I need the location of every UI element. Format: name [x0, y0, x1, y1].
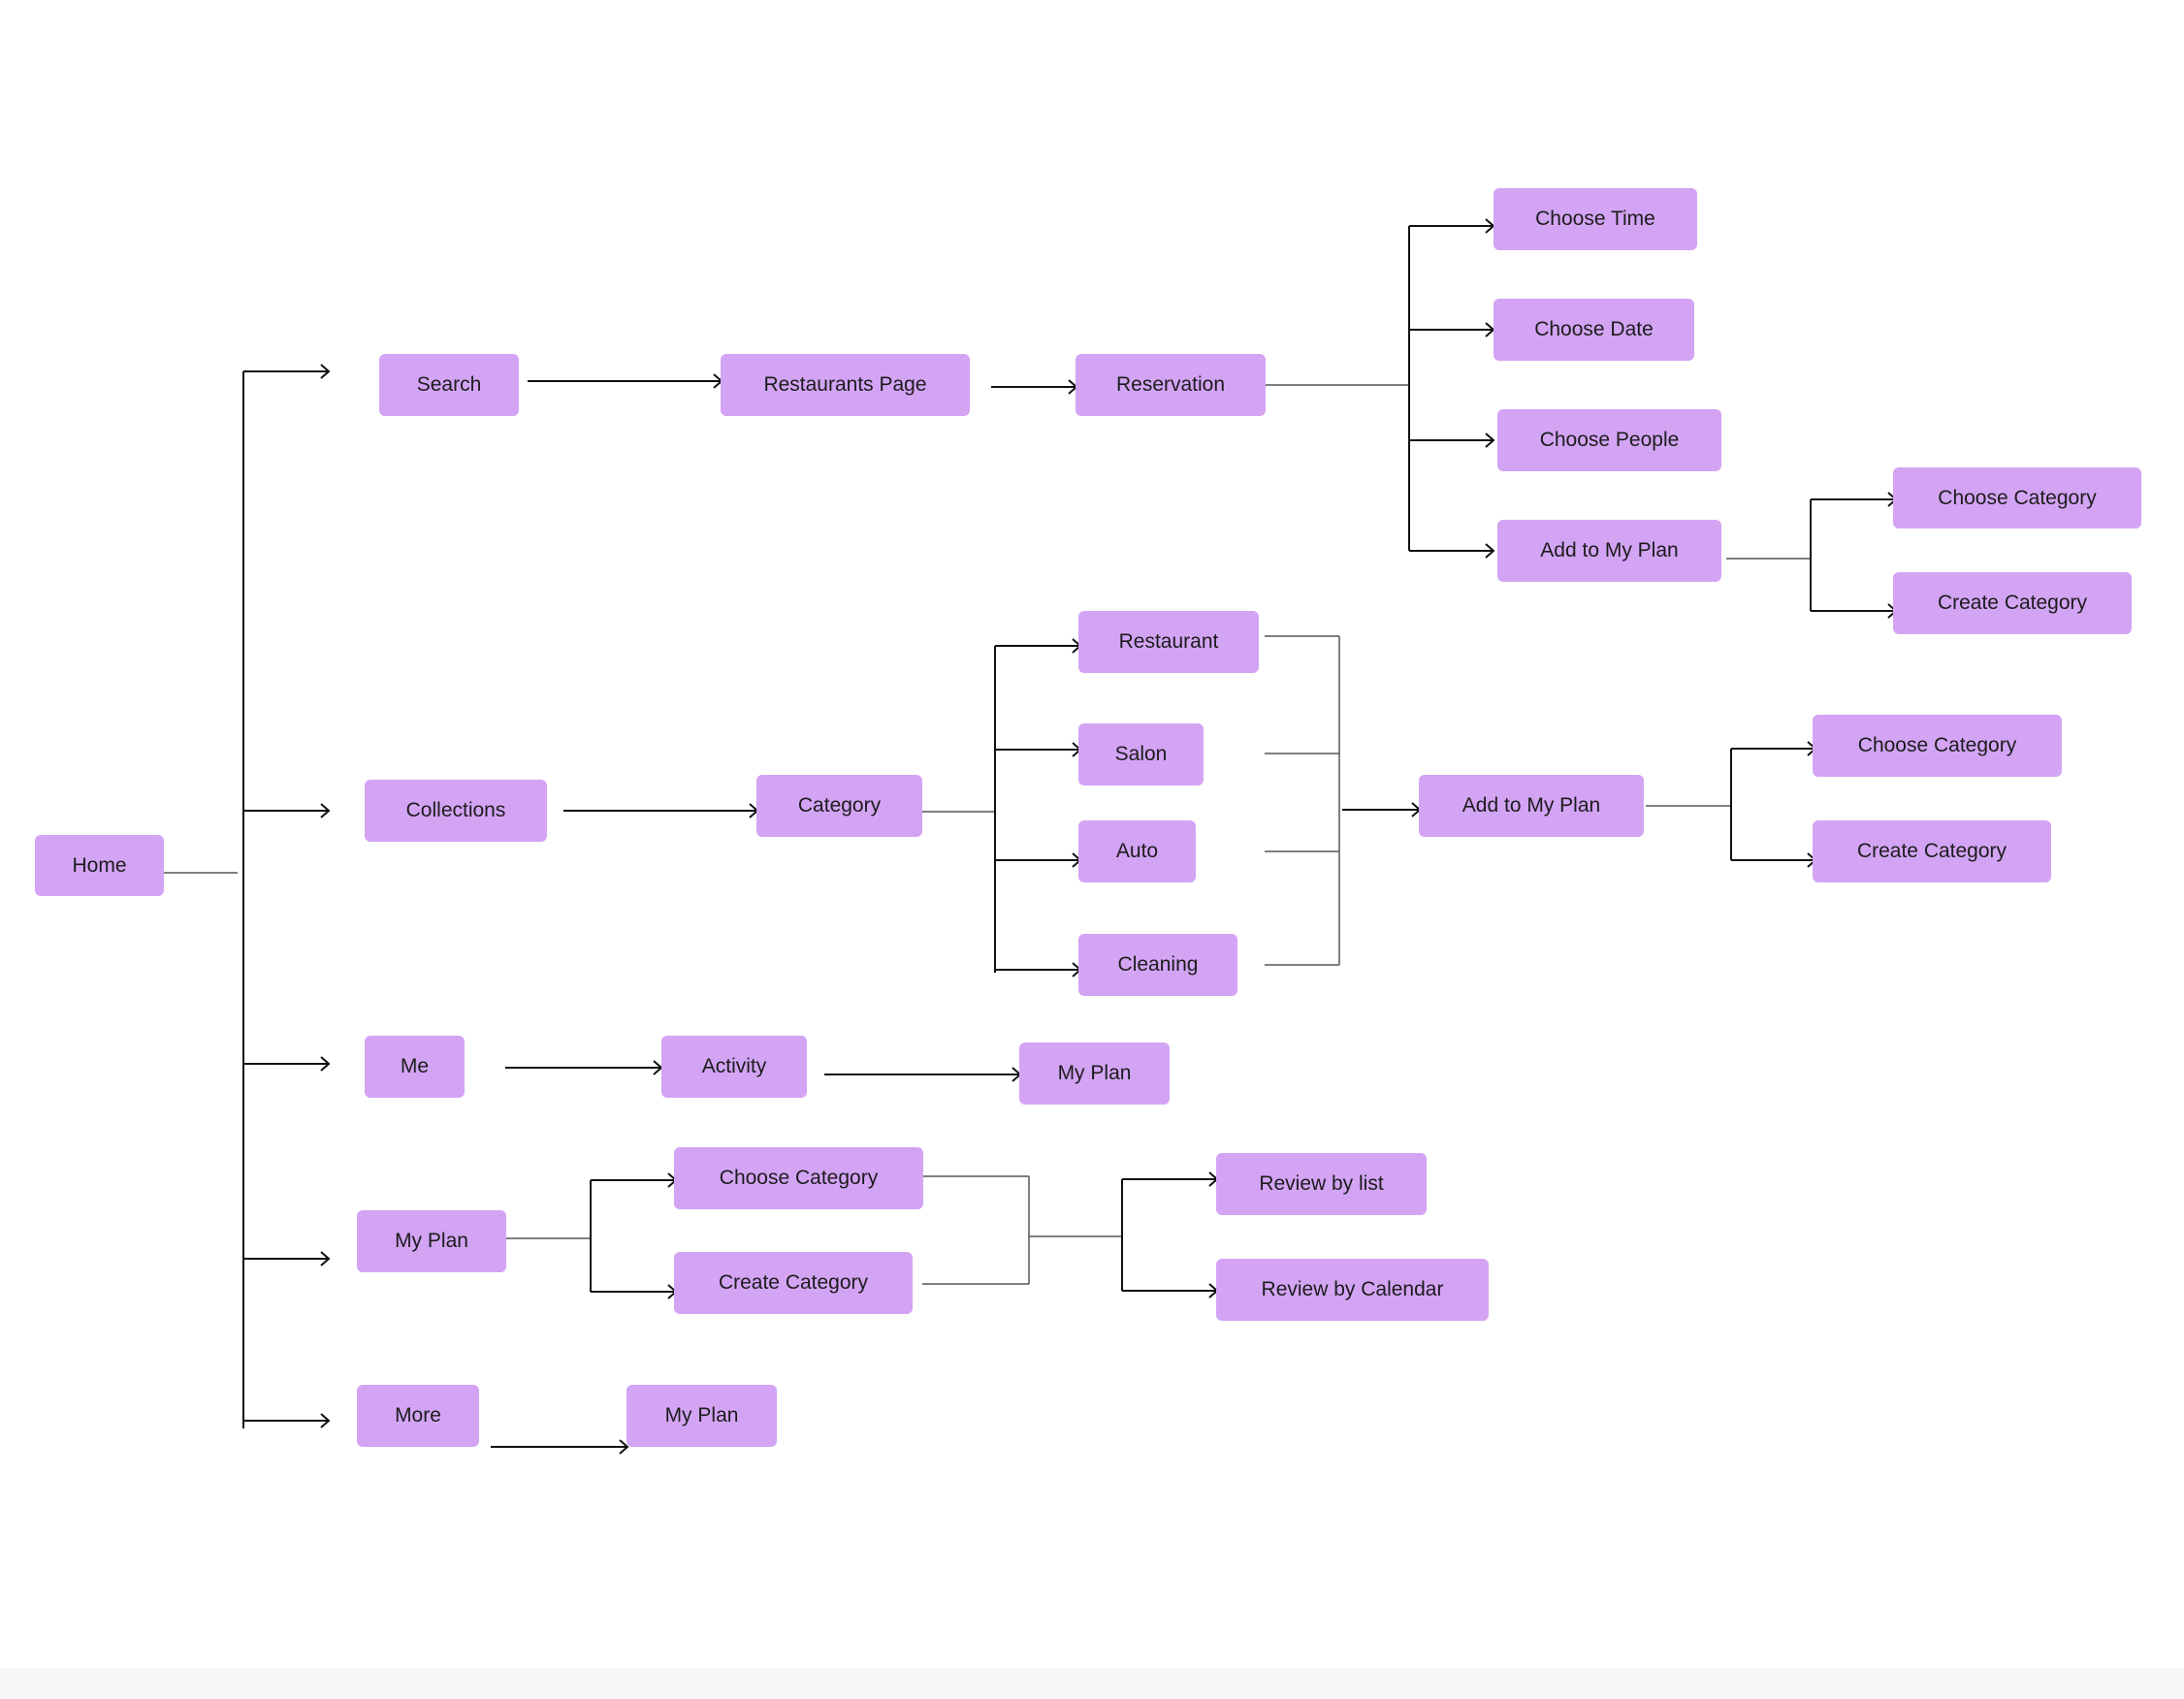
- node-home[interactable]: Home: [35, 835, 164, 896]
- node-reservation[interactable]: Reservation: [1076, 354, 1266, 416]
- node-create-category-reservation[interactable]: Create Category: [1893, 572, 2132, 634]
- arrowhead: [1485, 433, 1495, 448]
- node-review-by-calendar[interactable]: Review by Calendar: [1216, 1259, 1489, 1321]
- node-choose-category-reservation[interactable]: Choose Category: [1893, 467, 2141, 529]
- arrowhead: [1485, 543, 1495, 559]
- node-my-plan-more[interactable]: My Plan: [626, 1385, 777, 1447]
- node-search[interactable]: Search: [379, 354, 519, 416]
- arrowhead: [320, 803, 331, 818]
- node-me[interactable]: Me: [365, 1036, 465, 1098]
- arrowhead: [619, 1439, 629, 1455]
- arrowhead: [320, 1251, 331, 1266]
- node-review-by-list[interactable]: Review by list: [1216, 1153, 1427, 1215]
- node-create-category-my-plan[interactable]: Create Category: [674, 1252, 913, 1314]
- node-choose-category-collections[interactable]: Choose Category: [1813, 715, 2062, 777]
- bottom-strip: [0, 1668, 2184, 1699]
- node-choose-time[interactable]: Choose Time: [1493, 188, 1697, 250]
- arrowhead: [320, 1056, 331, 1072]
- node-choose-date[interactable]: Choose Date: [1493, 299, 1694, 361]
- node-choose-category-my-plan[interactable]: Choose Category: [674, 1147, 923, 1209]
- node-cleaning[interactable]: Cleaning: [1078, 934, 1237, 996]
- node-add-to-my-plan-reservation[interactable]: Add to My Plan: [1497, 520, 1721, 582]
- node-auto[interactable]: Auto: [1078, 820, 1196, 882]
- node-activity[interactable]: Activity: [661, 1036, 807, 1098]
- node-restaurant[interactable]: Restaurant: [1078, 611, 1259, 673]
- arrowhead: [320, 364, 331, 379]
- node-my-plan-activity[interactable]: My Plan: [1019, 1042, 1170, 1105]
- node-salon[interactable]: Salon: [1078, 723, 1204, 785]
- node-create-category-collections[interactable]: Create Category: [1813, 820, 2051, 882]
- node-collections[interactable]: Collections: [365, 780, 547, 842]
- node-more[interactable]: More: [357, 1385, 479, 1447]
- node-restaurants-page[interactable]: Restaurants Page: [721, 354, 970, 416]
- arrowhead: [320, 1413, 331, 1428]
- node-choose-people[interactable]: Choose People: [1497, 409, 1721, 471]
- node-my-plan[interactable]: My Plan: [357, 1210, 506, 1272]
- node-category[interactable]: Category: [756, 775, 922, 837]
- node-add-to-my-plan-collections[interactable]: Add to My Plan: [1419, 775, 1644, 837]
